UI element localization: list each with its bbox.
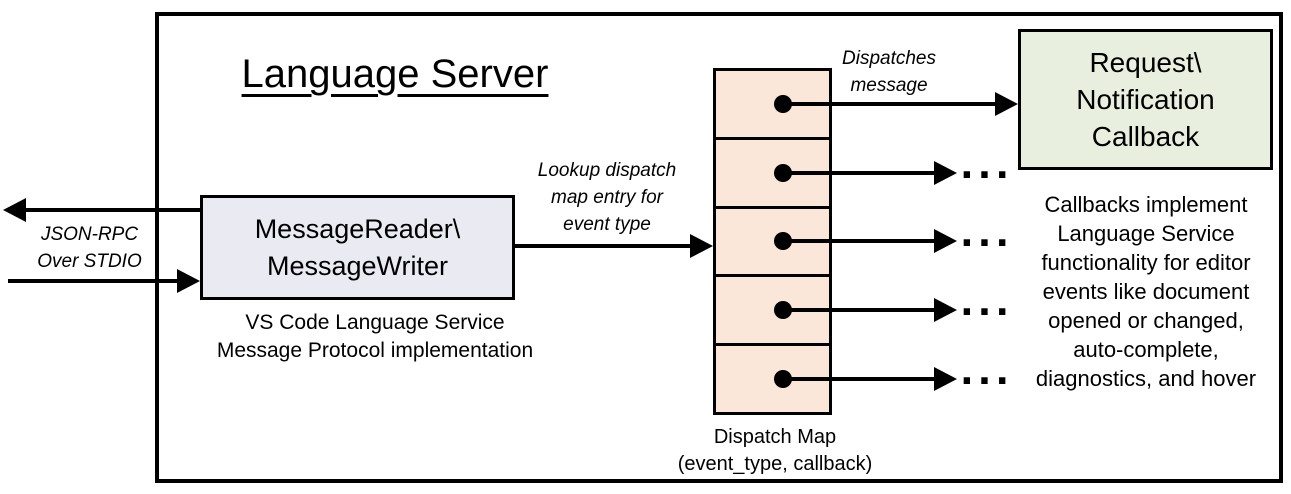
dispatch-arrow-line (783, 171, 936, 175)
callbacks-note: Callbacks implement Language Service fun… (1035, 192, 1257, 391)
message-reader-writer-box: MessageReader\ MessageWriter (200, 195, 515, 300)
stdin-arrow-line (8, 279, 178, 283)
arrow-right-icon (995, 92, 1018, 116)
arrow-right-icon (934, 298, 957, 322)
stdout-arrow-line (25, 208, 200, 212)
lookup-label: Lookup dispatch map entry for event type (537, 160, 677, 235)
arrow-right-icon (934, 161, 957, 185)
arrow-right-icon (690, 234, 713, 258)
arrow-right-icon (934, 367, 957, 391)
dispatch-cell-divider (716, 343, 829, 346)
request-notification-callback-box: Request\ Notification Callback (1018, 29, 1273, 170)
dispatch-cell-divider (716, 274, 829, 277)
dispatch-cell-divider (716, 137, 829, 140)
ellipsis: ... (960, 146, 1014, 187)
arrow-left-icon (3, 198, 26, 222)
dispatch-arrow-line (783, 377, 936, 381)
json-rpc-label: JSON-RPC Over STDIO (37, 224, 142, 272)
ellipsis: ... (960, 352, 1014, 393)
diagram-title: Language Server (241, 52, 549, 96)
dispatches-label: Dispatches message (842, 48, 936, 96)
dispatch-cell-divider (716, 206, 829, 209)
reader-caption: VS Code Language Service Message Protoco… (216, 311, 534, 362)
dispatch-map-caption: Dispatch Map (event_type, callback) (677, 426, 873, 475)
ellipsis: ... (960, 214, 1014, 255)
dispatch-arrow-line (783, 239, 936, 243)
arrow-right-icon (934, 229, 957, 253)
ellipsis: ... (960, 283, 1014, 324)
arrow-right-icon (177, 269, 200, 293)
dispatch-arrow-line (783, 308, 936, 312)
lookup-arrow-line (515, 244, 692, 248)
dispatch-arrow-line (783, 102, 997, 106)
